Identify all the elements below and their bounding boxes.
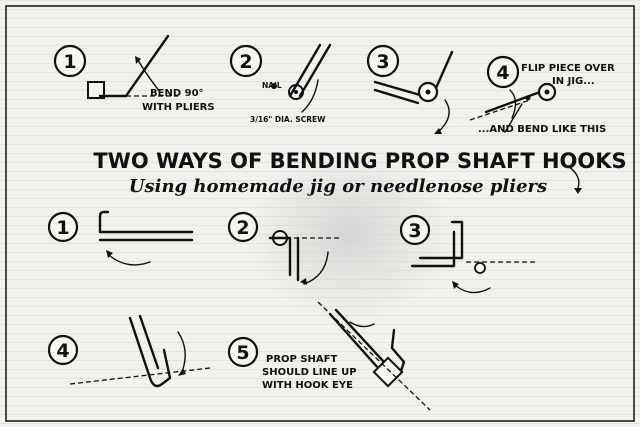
bend-arrow	[455, 285, 491, 294]
wire	[373, 88, 420, 105]
nail	[474, 262, 486, 274]
wire	[410, 230, 456, 268]
hook-tip	[98, 210, 110, 234]
step-number-circle	[227, 336, 259, 368]
step-label-2: WITH PLIERS	[142, 102, 215, 113]
bend-arrow	[349, 321, 375, 328]
top-step-4: 4 FLIP PIECE OVER IN JIG... ...AND BEND …	[469, 55, 615, 135]
wire	[334, 308, 386, 364]
alignment-label-3: WITH HOOK EYE	[262, 380, 353, 391]
step-number-circle	[486, 55, 520, 89]
bend-arrow-head	[452, 281, 459, 289]
top-step-3: 3	[366, 44, 454, 134]
bottom-step-4: 4	[47, 314, 211, 388]
bend-arrow-head	[434, 128, 442, 134]
nail-label: NAIL	[262, 81, 282, 90]
screw	[525, 95, 531, 101]
nail-center	[294, 90, 298, 94]
step-number-circle	[366, 44, 400, 78]
screw	[271, 83, 277, 89]
diagram-subtitle: Using homemade jig or needlenose pliers	[129, 176, 547, 197]
bend-arrow	[301, 79, 319, 113]
wire	[138, 314, 160, 370]
decorative-arrow	[567, 165, 580, 189]
step-number: 3	[376, 51, 389, 73]
wire-hook	[128, 316, 172, 388]
top-step-2: 2 NAIL 3/16" DIA. SCREW	[229, 43, 332, 124]
step-number-circle	[47, 211, 79, 243]
wire-guide	[469, 99, 531, 121]
bottom-step-5: 5 PROP SHAFT SHOULD LINE UP WITH HOOK EY…	[227, 301, 431, 411]
jig-block	[372, 356, 404, 388]
alignment-label-1: PROP SHAFT	[266, 354, 337, 365]
flip-label-1: FLIP PIECE OVER	[521, 63, 615, 74]
nail-center	[544, 89, 550, 95]
step-number: 5	[236, 342, 249, 364]
step-number: 2	[236, 217, 249, 239]
bottom-step-3: 3	[399, 214, 536, 294]
step-number: 1	[63, 51, 76, 73]
bend-arrow-head	[178, 368, 186, 376]
wire	[373, 80, 422, 97]
top-step-1: 1 BEND 90° WITH PLIERS	[53, 34, 215, 113]
step-label-1: BEND 90°	[150, 88, 204, 99]
bend-arrow-head	[135, 56, 141, 64]
pointer-line	[504, 103, 523, 133]
bend-label: ...AND BEND LIKE THIS	[478, 124, 606, 135]
wire-hook	[328, 312, 406, 376]
step-number: 2	[239, 51, 252, 73]
wire-up	[434, 50, 454, 90]
diagram-frame	[5, 5, 635, 422]
bend-arrow	[509, 89, 517, 119]
bend-arrow	[437, 99, 450, 133]
wire	[484, 90, 542, 114]
step-number-circle	[229, 44, 263, 78]
bend-arrow	[109, 255, 151, 266]
screw-label: 3/16" DIA. SCREW	[250, 115, 326, 124]
wire	[98, 34, 170, 98]
decorative-arrow-head	[574, 188, 582, 194]
flip-label-2: IN JIG...	[552, 76, 595, 87]
jig-block	[87, 81, 105, 99]
step-number: 4	[496, 62, 509, 84]
wire	[288, 43, 322, 98]
nail-center	[425, 89, 431, 95]
step-number-circle	[399, 214, 431, 246]
wire-guide	[69, 367, 211, 385]
alignment-label-2: SHOULD LINE UP	[262, 367, 357, 378]
bottom-step-1: 1	[47, 210, 194, 266]
step-number: 4	[56, 340, 69, 362]
bend-arrow	[303, 251, 329, 285]
step-number-circle	[53, 44, 87, 78]
bend-arrow-head	[300, 278, 307, 285]
prop-shaft-alignment	[317, 301, 431, 411]
wire	[298, 43, 332, 98]
step-number-circle	[47, 334, 79, 366]
step-number: 3	[408, 220, 421, 242]
bend-arrow	[177, 331, 186, 373]
step-number: 1	[56, 217, 69, 239]
hook-bend	[418, 220, 464, 260]
diagram-title: TWO WAYS OF BENDING PROP SHAFT HOOKS	[93, 149, 626, 173]
bend-arrow	[137, 59, 161, 93]
bottom-step-2: 2	[227, 211, 340, 285]
bend-arrow-head	[106, 250, 113, 258]
step-number-circle	[227, 211, 259, 243]
